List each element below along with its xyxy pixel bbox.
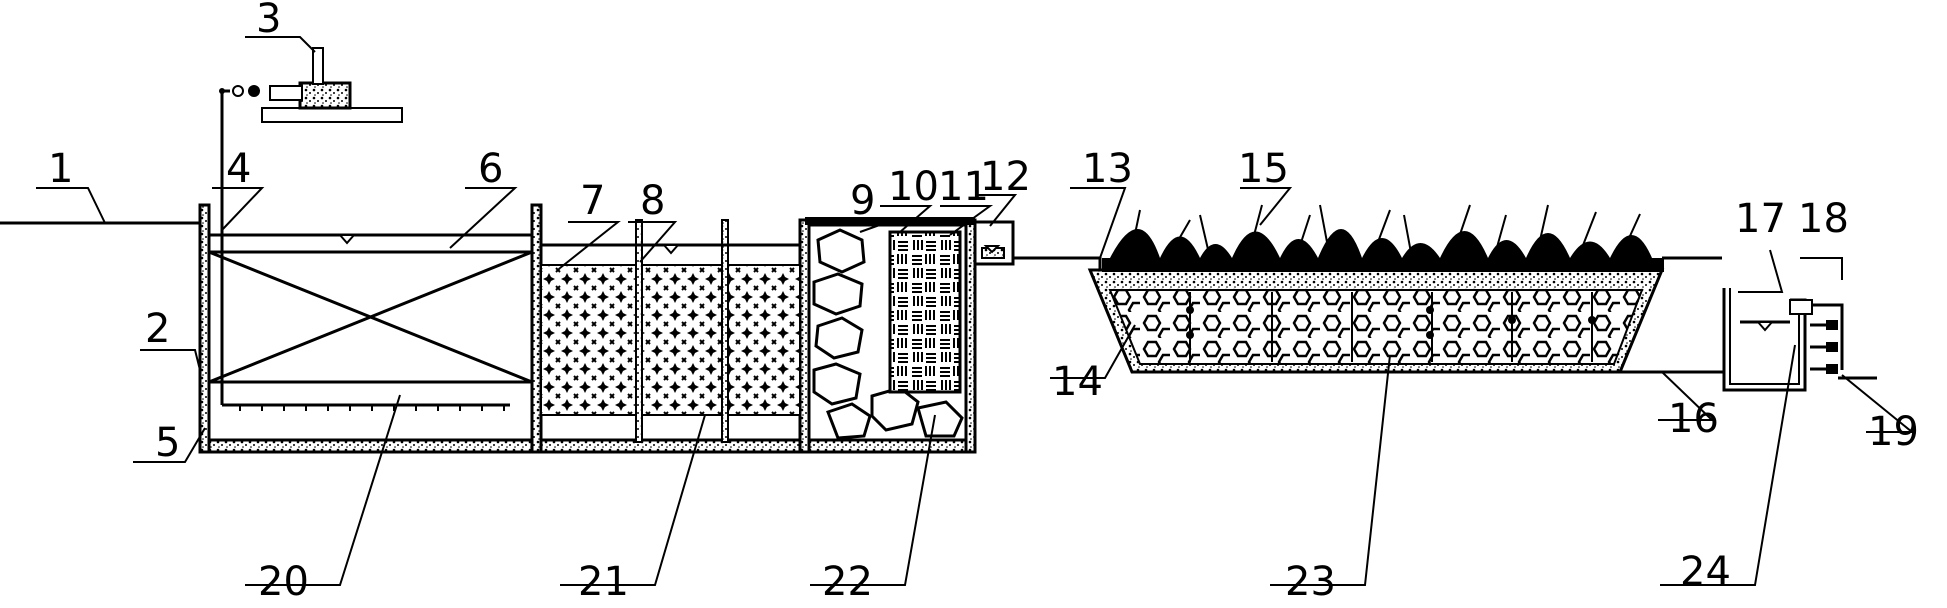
leader-lines <box>36 36 1915 586</box>
label-23: 23 <box>1285 559 1336 605</box>
label-22: 22 <box>822 559 873 605</box>
filter-tank <box>540 243 801 416</box>
label-18: 18 <box>1798 196 1849 242</box>
rock-chamber <box>805 217 975 442</box>
overflow-weir <box>973 220 1015 266</box>
dosing-pump <box>222 47 403 123</box>
label-9: 9 <box>850 178 875 224</box>
callout-labels: 1 2 3 4 5 6 7 8 9 10 11 12 13 14 15 16 1… <box>48 0 1919 605</box>
label-24: 24 <box>1680 549 1731 595</box>
label-13: 13 <box>1082 146 1133 192</box>
wetland-plants <box>1102 204 1664 272</box>
dosing-line <box>219 88 230 230</box>
label-1: 1 <box>48 146 73 192</box>
label-7: 7 <box>580 178 605 224</box>
label-2: 2 <box>145 306 170 352</box>
aeration-pipe <box>220 230 510 411</box>
label-15: 15 <box>1238 146 1289 192</box>
label-19: 19 <box>1868 409 1919 455</box>
label-8: 8 <box>640 178 665 224</box>
outlet-pipe <box>1013 256 1102 270</box>
label-6: 6 <box>478 146 503 192</box>
label-17: 17 <box>1735 196 1786 242</box>
outlet-well <box>1722 288 1877 392</box>
label-10: 10 <box>888 164 939 210</box>
label-3: 3 <box>256 0 281 42</box>
label-12: 12 <box>980 154 1031 200</box>
wetland-bed <box>1087 268 1665 374</box>
label-11: 11 <box>938 164 989 210</box>
label-16: 16 <box>1668 396 1719 442</box>
label-20: 20 <box>258 559 309 605</box>
label-5: 5 <box>155 420 180 466</box>
label-14: 14 <box>1052 359 1103 405</box>
label-21: 21 <box>578 559 629 605</box>
aeration-tank <box>207 233 534 384</box>
label-4: 4 <box>226 146 251 192</box>
